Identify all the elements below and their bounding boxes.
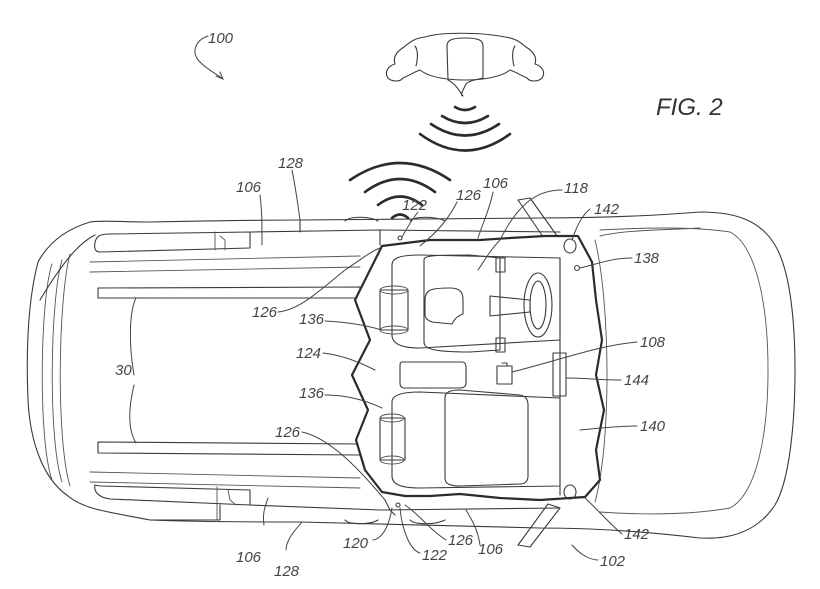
label-122: 122 xyxy=(422,547,448,564)
label-144: 144 xyxy=(624,372,649,389)
label-126: 126 xyxy=(252,304,278,321)
wireless-signal-icon xyxy=(418,105,512,152)
label-126: 126 xyxy=(448,532,474,549)
label-136: 136 xyxy=(299,385,325,402)
label-128: 128 xyxy=(278,155,304,172)
vehicle-interior-cutaway xyxy=(350,234,606,516)
label-138: 138 xyxy=(634,250,660,267)
figure-title: FIG. 2 xyxy=(656,94,723,121)
label-106: 106 xyxy=(236,549,262,566)
label-126: 126 xyxy=(456,187,482,204)
person-icon xyxy=(385,32,545,97)
label-122: 122 xyxy=(402,197,428,214)
label-120: 120 xyxy=(343,535,369,552)
label-system-100: 100 xyxy=(194,30,234,80)
wireless-signal-icon xyxy=(348,161,452,220)
label-124: 124 xyxy=(296,345,321,362)
label-128: 128 xyxy=(274,563,300,580)
label-106: 106 xyxy=(236,179,262,196)
label-140: 140 xyxy=(640,418,666,435)
label-142: 142 xyxy=(594,201,620,218)
label-106: 106 xyxy=(483,175,509,192)
label-30: 30 xyxy=(115,362,132,379)
label-118: 118 xyxy=(564,180,589,197)
label-106: 106 xyxy=(478,541,504,558)
label-136: 136 xyxy=(299,311,325,328)
svg-text:100: 100 xyxy=(208,30,234,47)
leader-lines xyxy=(129,169,638,561)
label-142: 142 xyxy=(624,526,650,543)
label-108: 108 xyxy=(640,334,666,351)
label-102: 102 xyxy=(600,553,626,570)
label-126: 126 xyxy=(275,424,301,441)
